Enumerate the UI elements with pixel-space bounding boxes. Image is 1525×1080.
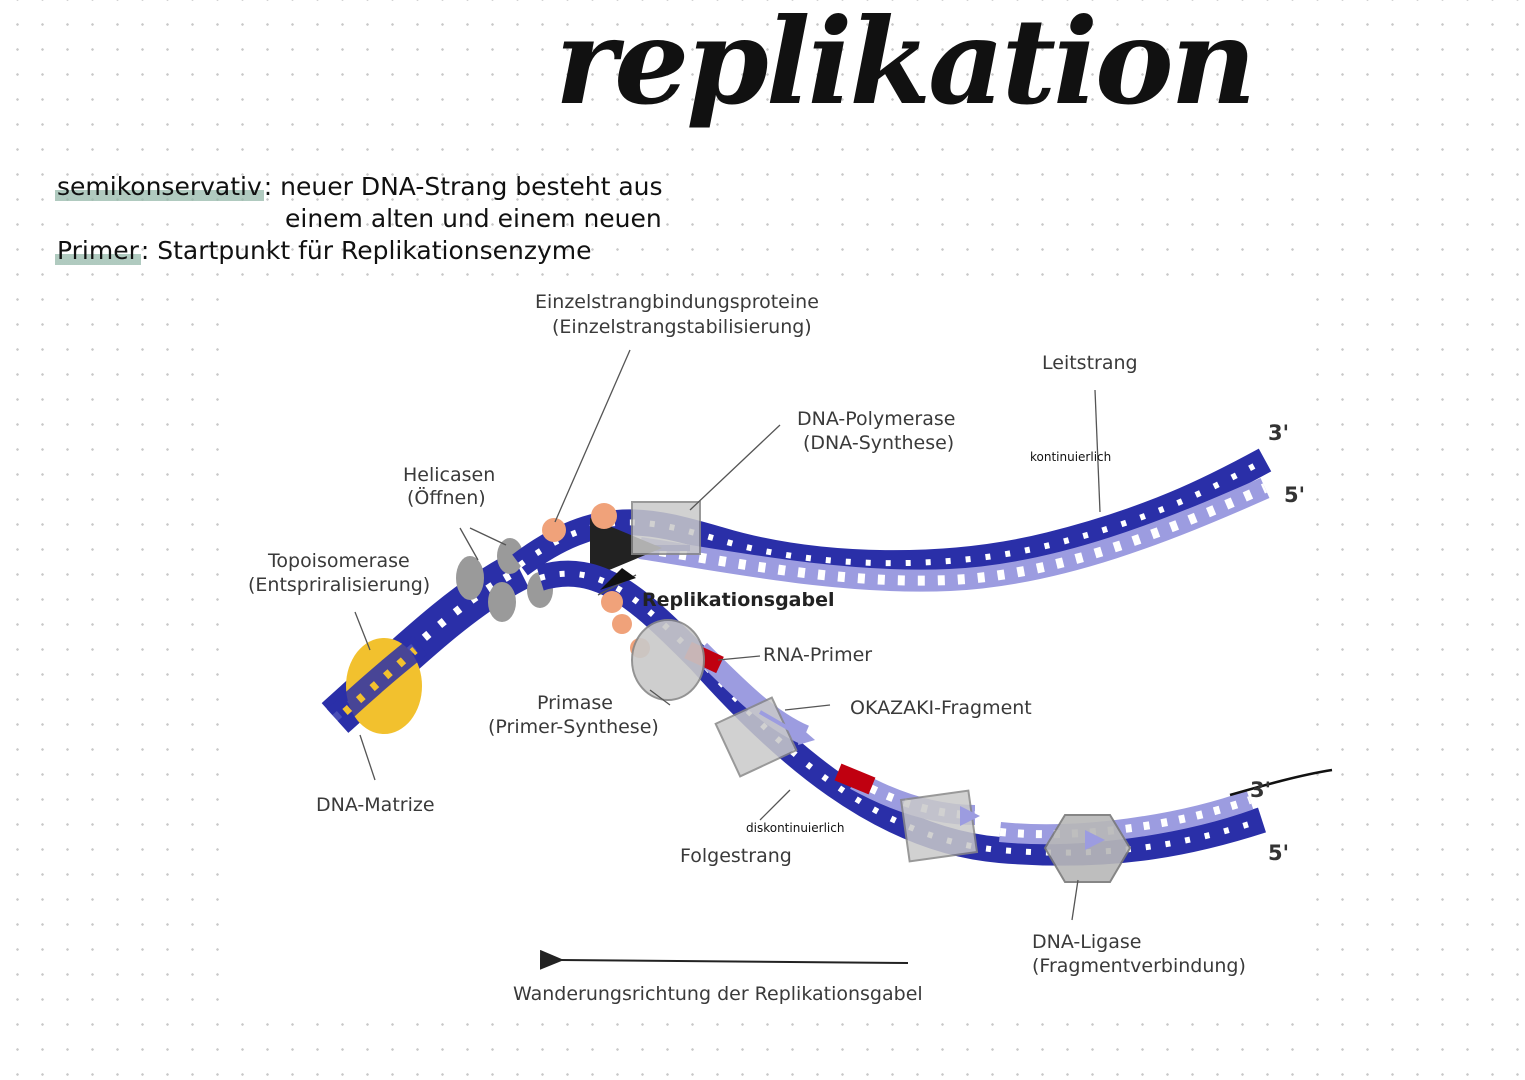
label-direction: Wanderungsrichtung der Replikationsgabel [513, 983, 923, 1005]
dna-polymerase-enzyme [899, 789, 979, 863]
note-text: : Startpunkt für Replikationsenzyme [140, 236, 592, 265]
label-3prime-bottom: 3' [1250, 778, 1271, 802]
label-leitstrang: Leitstrang [1042, 352, 1138, 374]
label-primase-line2: (Primer-Synthese) [488, 716, 659, 738]
label-topoisomerase-line1: Topoisomerase [267, 550, 410, 572]
primase-enzyme [631, 619, 705, 701]
label-kontinuierlich: kontinuierlich [1030, 450, 1111, 464]
label-folgestrang: Folgestrang [680, 845, 792, 867]
label-3prime-top: 3' [1268, 421, 1289, 445]
label-ligase-line2: (Fragmentverbindung) [1032, 955, 1246, 977]
dna-polymerase-enzyme [714, 696, 798, 778]
helicase-enzyme [488, 582, 516, 622]
ssb-protein [601, 591, 623, 613]
label-primase-line1: Primase [537, 692, 613, 714]
note-term: semikonservativ [55, 172, 264, 201]
label-helicasen-line1: Helicasen [403, 464, 495, 486]
ssb-protein [612, 614, 632, 634]
direction-arrow [539, 949, 909, 970]
label-ssb-line1: Einzelstrangbindungsproteine [535, 291, 819, 313]
label-helicasen-line2: (Öffnen) [407, 486, 486, 509]
label-dna-matrize: DNA-Matrize [316, 794, 435, 816]
ssb-protein [542, 518, 566, 542]
note-semikonservativ: semikonservativ: neuer DNA-Strang besteh… [55, 172, 663, 201]
note-text: : neuer DNA-Strang besteht aus [263, 172, 663, 201]
label-polymerase-line2: (DNA-Synthese) [803, 432, 954, 454]
note-term: Primer [55, 236, 141, 265]
label-ssb-line2: (Einzelstrangstabilisierung) [552, 316, 812, 338]
page-title: replikation [555, 0, 1256, 131]
handwritten-stroke [1229, 768, 1333, 797]
label-5prime-bottom: 5' [1268, 841, 1289, 865]
label-replikationsgabel: Replikationsgabel [642, 589, 835, 611]
okazaki-arrow [759, 710, 801, 737]
rna-primer [834, 763, 876, 795]
label-okazaki: OKAZAKI-Fragment [850, 697, 1032, 719]
label-leaders [354, 349, 1101, 921]
helicase-enzyme [497, 538, 523, 574]
label-rna-primer: RNA-Primer [763, 644, 872, 666]
fork-pointer [600, 568, 636, 590]
okazaki-arrow-head [1085, 830, 1105, 850]
label-ligase-line1: DNA-Ligase [1032, 931, 1141, 953]
label-polymerase-line1: DNA-Polymerase [797, 408, 955, 430]
note-primer: Primer: Startpunkt für Replikationsenzym… [55, 236, 592, 265]
note-semikonservativ-line2: einem alten und einem neuen [285, 204, 662, 233]
label-diskontinuierlich: diskontinuierlich [746, 821, 844, 835]
label-topoisomerase-line2: (Entspriralisierung) [248, 574, 430, 596]
dna-polymerase-enzyme [631, 501, 701, 555]
okazaki-arrow-head [798, 727, 815, 745]
okazaki-arrow-head [960, 806, 980, 826]
helicase-enzyme [456, 556, 484, 600]
label-5prime-top: 5' [1284, 483, 1305, 507]
ssb-protein [591, 503, 617, 529]
